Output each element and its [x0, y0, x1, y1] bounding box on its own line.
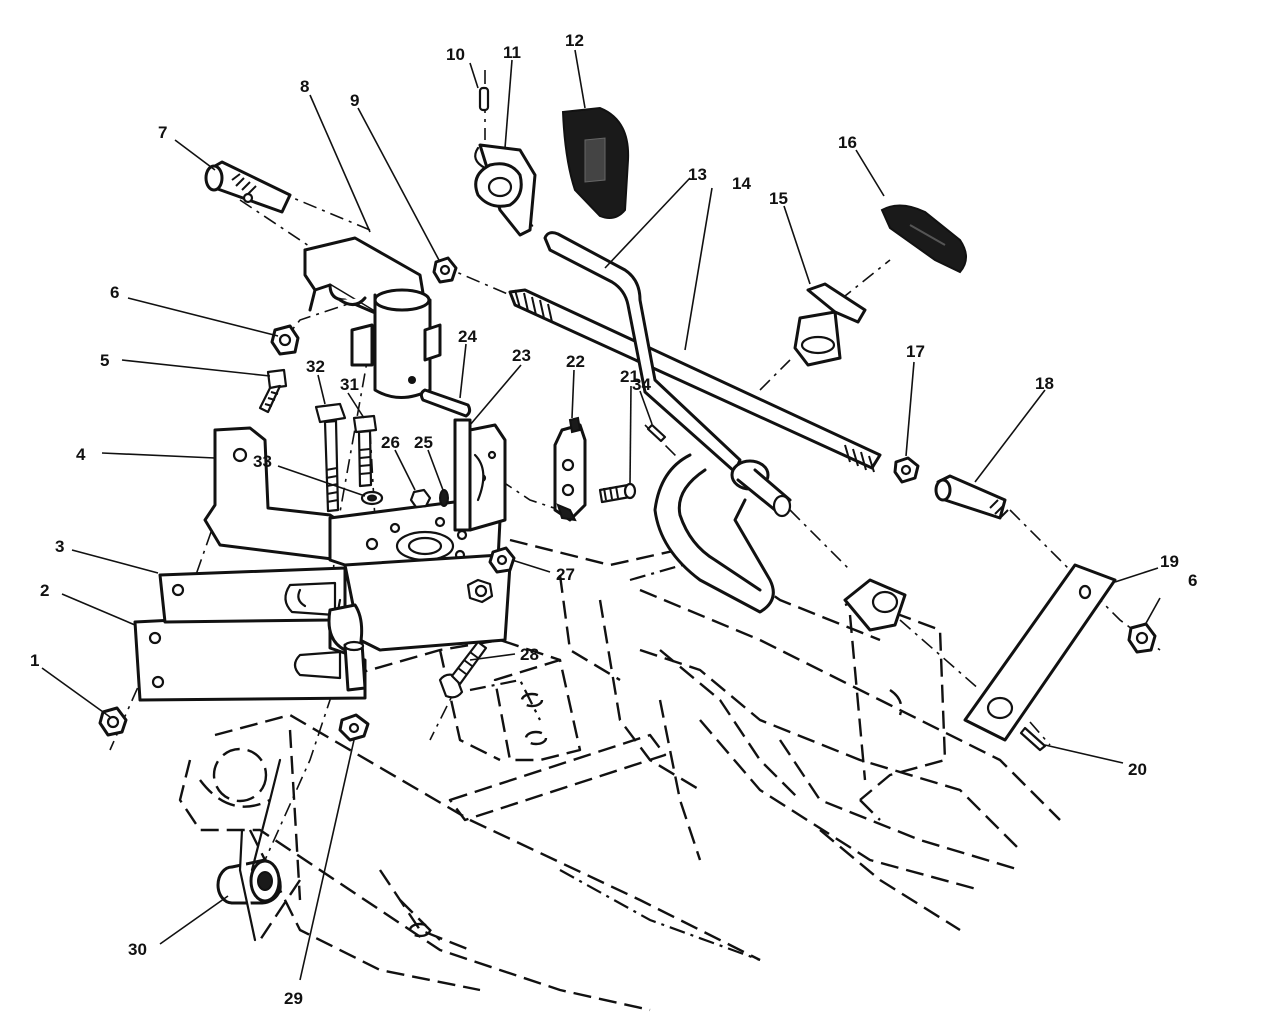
part-30-roller [216, 758, 282, 942]
callout-13: 13 [688, 165, 707, 184]
part-11-pedal-hub [474, 143, 537, 237]
part-4-bracket [203, 426, 347, 562]
callout-4: 4 [76, 445, 86, 464]
callout-19: 19 [1160, 552, 1179, 571]
part-20-pin [1019, 726, 1047, 752]
part-32-bolt [314, 402, 347, 513]
part-27-nut [488, 546, 516, 574]
part-18-rod-end [934, 474, 1009, 520]
part-3-upper-plate [158, 566, 347, 624]
tractor-frame-phantom [178, 538, 1061, 1012]
part-6-nut-left [270, 324, 300, 356]
callout-17: 17 [906, 342, 925, 361]
part-10-roll-pin [478, 86, 490, 112]
part-6-nut-right [1127, 622, 1157, 654]
callout-numbers: 1 2 3 4 5 6 6 7 8 9 10 11 12 13 14 15 16… [30, 31, 1197, 1008]
part-7-rod-end [204, 160, 292, 214]
callout-21: 21 [620, 367, 639, 386]
part-21-screw [598, 482, 637, 504]
callout-11: 11 [503, 43, 521, 62]
callout-31: 31 [340, 375, 359, 394]
part-28-bolt [438, 640, 488, 699]
part-12-pedal-pad [561, 106, 630, 219]
callout-20: 20 [1128, 760, 1147, 779]
callout-3: 3 [55, 537, 64, 556]
callout-7: 7 [158, 123, 167, 142]
part-9-nut [432, 256, 458, 284]
callout-30: 30 [128, 940, 147, 959]
callout-5: 5 [100, 351, 109, 370]
callout-33: 33 [253, 452, 272, 471]
callout-29: 29 [284, 989, 303, 1008]
callout-22: 22 [566, 352, 585, 371]
callout-18: 18 [1035, 374, 1054, 393]
callout-23: 23 [512, 346, 531, 365]
part-24-pin [419, 388, 472, 418]
part-13-long-rod [508, 288, 882, 473]
part-5-bolt [258, 368, 288, 414]
part-26-nut [409, 488, 432, 509]
callout-2: 2 [40, 581, 49, 600]
callout-34: 34 [632, 375, 651, 394]
callout-6: 6 [110, 283, 119, 302]
callout-9: 9 [350, 91, 359, 110]
part-17-nut [893, 456, 920, 484]
callout-32: 32 [306, 357, 325, 376]
lever-arm-plate [327, 553, 512, 652]
callout-10: 10 [446, 45, 465, 64]
callout-12: 12 [565, 31, 584, 50]
part-19-link-plate [963, 563, 1117, 742]
part-23-vertical-bracket [453, 418, 507, 532]
part-25-washer [439, 489, 449, 507]
callout-6: 6 [1188, 571, 1197, 590]
callout-8: 8 [300, 77, 309, 96]
part-16-pedal-pad [880, 204, 967, 274]
callout-28: 28 [520, 645, 539, 664]
callout-24: 24 [458, 327, 477, 346]
part-33-washer [360, 490, 384, 506]
callout-15: 15 [769, 189, 788, 208]
part-15-pedal-shaft [793, 282, 867, 367]
part-31-bolt [352, 414, 378, 488]
pivot-barrel [843, 578, 907, 632]
part-22-clevis [553, 416, 587, 522]
callout-16: 16 [838, 133, 857, 152]
callout-leaders [41, 49, 1161, 981]
callout-14: 14 [732, 174, 751, 193]
part-14-pedal-arm [543, 231, 792, 614]
callout-27: 27 [556, 565, 575, 584]
callout-25: 25 [414, 433, 433, 452]
part-34-pin [646, 423, 667, 443]
callout-26: 26 [381, 433, 400, 452]
part-8-arm [303, 236, 442, 399]
part-29-nut [338, 640, 370, 742]
callout-1: 1 [30, 651, 39, 670]
